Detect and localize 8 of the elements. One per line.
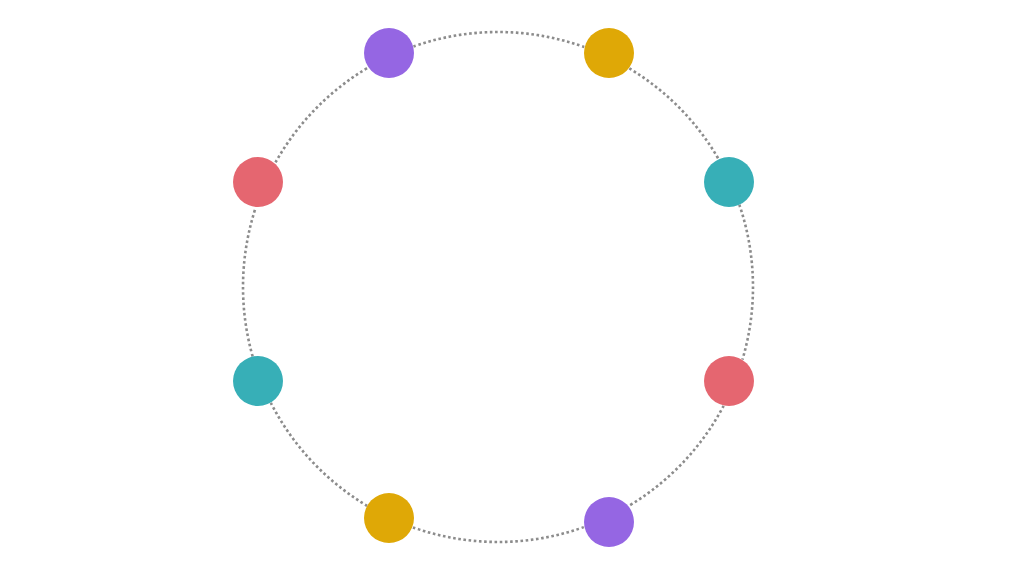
dotted-connector: [269, 402, 368, 507]
dotted-connector: [738, 204, 755, 361]
dotted-connector: [628, 405, 725, 507]
dotted-connector: [411, 525, 585, 544]
dotted-connector: [241, 207, 257, 357]
dotted-connector: [628, 67, 720, 161]
dotted-connector: [274, 66, 370, 164]
dotted-connector: [412, 30, 585, 49]
